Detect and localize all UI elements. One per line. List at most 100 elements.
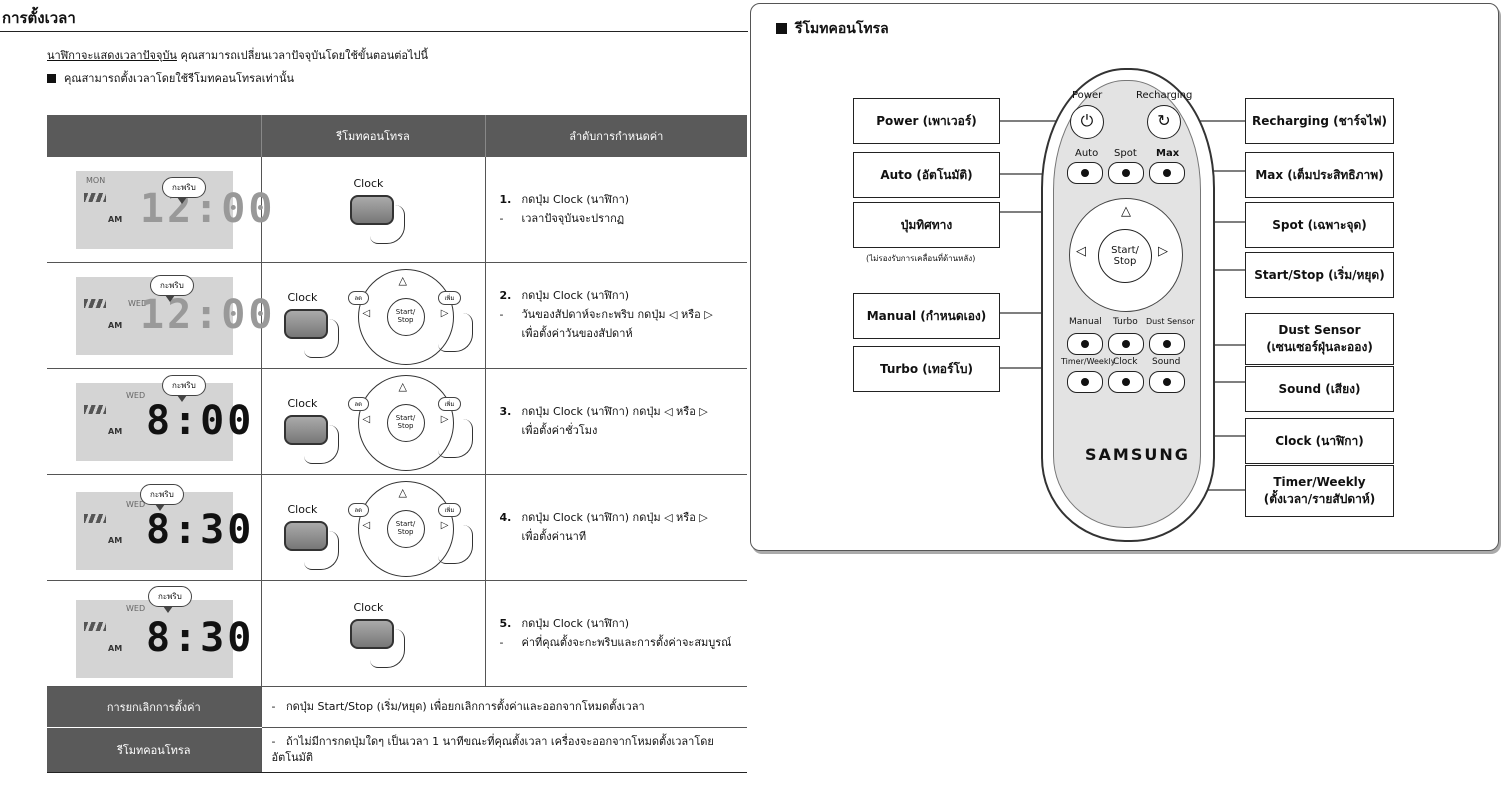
header-procedure: ลำดับการกำหนดค่า (485, 115, 747, 157)
battery-icon (84, 621, 106, 631)
header-display (47, 115, 262, 157)
step-line1: กดปุ่ม Clock (นาฬิกา) (521, 616, 630, 630)
auto-button[interactable] (1067, 162, 1103, 184)
clock-button-label: Clock (353, 177, 384, 190)
start-stop-button[interactable]: Start/ Stop (1098, 229, 1152, 283)
arrow-right-icon: ▷ (440, 520, 449, 531)
clock-button[interactable] (1108, 371, 1144, 393)
remote-label-recharging: Recharging (1136, 90, 1193, 101)
footer-text: ถ้าไม่มีการกดปุ่มใดๆ เป็นเวลา 1 นาทีขณะท… (271, 734, 714, 765)
display-cell: WED AM 8:00 กะพริบ (47, 368, 262, 475)
plus-bubble: เพิ่ม (437, 291, 462, 305)
procedure-cell: 3.กดปุ่ม Clock (นาฬิกา) กดปุ่ม ◁ หรือ ▷ … (485, 368, 747, 475)
table-row: WED AM 8:30 กะพริบ Clock 5.กดปุ่ม Clock … (47, 580, 747, 687)
blink-bubble: กะพริบ (148, 585, 192, 613)
step-number: 5. (499, 616, 512, 630)
callout-power: Power (เพาเวอร์) (853, 98, 1000, 144)
callout-recharging: Recharging (ชาร์จไฟ) (1245, 98, 1394, 144)
step-line1: กดปุ่ม Clock (นาฬิกา) (521, 192, 630, 206)
timer-weekly-button[interactable] (1067, 371, 1103, 393)
remote-label-dust: Dust Sensor (1146, 317, 1195, 326)
section-title: การตั้งเวลา (2, 9, 76, 27)
arrow-left-icon: ◁ (362, 308, 371, 319)
remote-label-spot: Spot (1114, 148, 1137, 159)
callout-manual: Manual (กำหนดเอง) (853, 293, 1000, 339)
panel-title-label: รีโมทคอนโทรล (795, 21, 889, 37)
step-number: 1. (499, 192, 512, 206)
header-remote: รีโมทคอนโทรล (261, 115, 486, 157)
blink-bubble: กะพริบ (162, 176, 206, 204)
remote-panel (750, 3, 1499, 551)
lcd-am: AM (108, 426, 123, 436)
procedure-cell: 5.กดปุ่ม Clock (นาฬิกา) -ค่าที่คุณตั้งจะ… (485, 580, 747, 687)
pressing-hand-icon (303, 319, 339, 358)
remote-cell: Clock △ ◁ ▷ Start/ Stop ลด เพิ่ม (261, 474, 486, 581)
step-line1: กดปุ่ม Clock (นาฬิกา) กดปุ่ม ◁ หรือ ▷ (521, 510, 708, 524)
turbo-button[interactable] (1108, 333, 1144, 355)
remote-label-timer: Timer/Weekly (1061, 357, 1116, 366)
manual-button[interactable] (1067, 333, 1103, 355)
spot-button[interactable] (1108, 162, 1144, 184)
remote-label-power: Power (1072, 90, 1103, 101)
lcd-am: AM (108, 214, 123, 224)
remote-label-manual: Manual (1069, 317, 1102, 327)
minus-bubble: ลด (347, 397, 370, 411)
bullet-square (47, 74, 56, 83)
remote-cell: Clock △ ◁ ▷ Start/ Stop ลด เพิ่ม (261, 368, 486, 475)
lcd-digits: 12:00 (140, 291, 276, 338)
callout-sound: Sound (เสียง) (1245, 366, 1394, 412)
arrow-up-icon: △ (398, 380, 407, 393)
bullet-square (776, 23, 787, 34)
battery-icon (84, 298, 106, 308)
clock-button-label: Clock (287, 503, 318, 516)
dust-sensor-button[interactable] (1149, 333, 1185, 355)
step-line3: เพื่อตั้งค่านาที (521, 529, 587, 543)
recharge-icon[interactable]: ↻ (1147, 105, 1181, 139)
table-header-row: รีโมทคอนโทรล ลำดับการกำหนดค่า (47, 115, 747, 157)
callout-timer-weekly: Timer/Weekly (ตั้งเวลา/รายสัปดาห์) (1245, 465, 1394, 517)
step-line3: เพื่อตั้งค่าวันของสัปดาห์ (521, 326, 633, 340)
clock-button-label: Clock (287, 397, 318, 410)
arrow-up-icon: △ (398, 486, 407, 499)
remote-label-auto: Auto (1075, 148, 1099, 159)
step-number: 4. (499, 510, 512, 524)
pressing-hand-icon (437, 525, 473, 564)
callout-direction: ปุ่มทิศทาง (853, 202, 1000, 248)
power-icon[interactable]: ⏻ (1070, 105, 1104, 139)
arrow-left-icon[interactable]: ◁ (1076, 244, 1086, 259)
display-cell: MON AM 12:00 กะพริบ (47, 157, 272, 263)
footer-text-cancel: - กดปุ่ม Start/Stop (เริ่ม/หยุด) เพื่อยก… (261, 686, 747, 728)
callout-timer-line1: Timer/Weekly (1273, 475, 1366, 490)
callout-turbo: Turbo (เทอร์โบ) (853, 346, 1000, 392)
remote-label-clock: Clock (1113, 357, 1138, 367)
intro-rest: คุณสามารถเปลี่ยนเวลาปัจจุบันโดยใช้ขั้นตอ… (176, 49, 429, 62)
clock-setting-table: รีโมทคอนโทรล ลำดับการกำหนดค่า MON AM 12:… (47, 115, 747, 773)
direction-note: (ไม่รองรับการเคลื่อนที่ด้านหลัง) (866, 254, 976, 263)
direction-dial: △ ◁ ▷ Start/ Stop (357, 269, 454, 365)
intro-underlined: นาฬิกาจะแสดงเวลาปัจจุบัน (47, 49, 177, 62)
table-row: การยกเลิกการตั้งค่า - กดปุ่ม Start/Stop … (47, 686, 747, 728)
start-stop-icon: Start/ Stop (386, 298, 425, 336)
samsung-logo: SAMSUNG (1085, 445, 1190, 464)
lcd-digits: 12:00 (140, 185, 276, 232)
callout-clock: Clock (นาฬิกา) (1245, 418, 1394, 464)
procedure-cell: 2.กดปุ่ม Clock (นาฬิกา) -วันของสัปดาห์จะ… (485, 262, 747, 369)
minus-bubble: ลด (347, 503, 370, 517)
lcd-am: AM (108, 643, 123, 653)
step-line1: กดปุ่ม Clock (นาฬิกา) (521, 289, 630, 303)
remote-label-turbo: Turbo (1113, 317, 1138, 327)
footer-text-remote: - ถ้าไม่มีการกดปุ่มใดๆ เป็นเวลา 1 นาทีขณ… (261, 727, 747, 773)
note-label: คุณสามารถตั้งเวลาโดยใช้รีโมทคอนโทรลเท่าน… (64, 72, 294, 85)
arrow-right-icon[interactable]: ▷ (1158, 244, 1168, 259)
battery-icon (84, 404, 106, 414)
plus-bubble: เพิ่ม (437, 397, 462, 411)
sound-button[interactable] (1149, 371, 1185, 393)
display-cell: WED AM 8:30 กะพริบ (47, 474, 262, 581)
arrow-up-icon[interactable]: △ (1121, 204, 1131, 219)
note-text: คุณสามารถตั้งเวลาโดยใช้รีโมทคอนโทรลเท่าน… (47, 69, 294, 87)
max-button[interactable] (1149, 162, 1185, 184)
procedure-cell: 1.กดปุ่ม Clock (นาฬิกา) -เวลาปัจจุบันจะป… (485, 157, 747, 263)
lcd-day: MON (86, 175, 106, 185)
lcd-display: WED AM 8:00 กะพริบ (76, 374, 251, 461)
lcd-day: WED (128, 298, 148, 308)
